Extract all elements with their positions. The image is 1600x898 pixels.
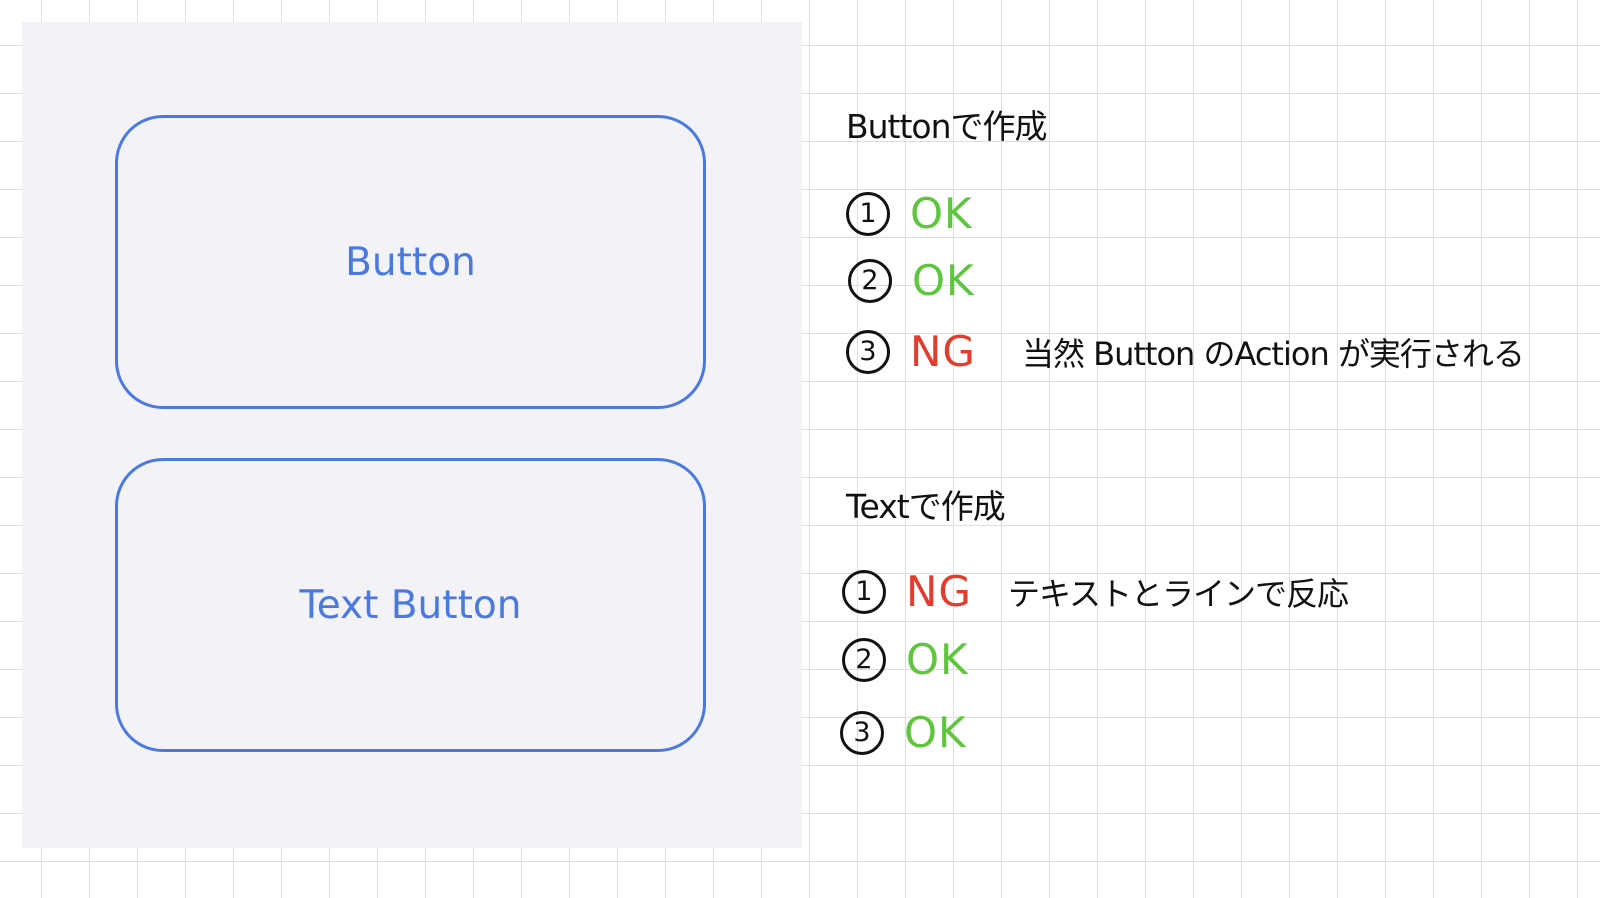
button-label: Button — [345, 239, 476, 285]
result-label: OK — [906, 635, 969, 684]
note-row: 3 NG 当然 Button のAction が実行される — [846, 327, 1525, 376]
section-heading-button: Buttonで作成 — [846, 107, 1048, 146]
number-circle: 3 — [846, 329, 890, 374]
note-row: 1 NG テキストとラインで反応 — [842, 567, 1349, 616]
button[interactable]: Button — [115, 115, 706, 409]
note-row: 2 OK — [848, 256, 975, 305]
result-label: OK — [912, 256, 975, 305]
result-label: NG — [910, 327, 976, 376]
result-label: OK — [910, 189, 973, 238]
note-comment: テキストとラインで反応 — [1007, 574, 1349, 613]
text-button[interactable]: Text Button — [115, 458, 706, 752]
number-circle: 1 — [842, 569, 886, 614]
preview-panel: Button Text Button — [22, 22, 802, 848]
number-circle: 3 — [840, 710, 884, 755]
result-label: NG — [906, 567, 972, 616]
result-label: OK — [904, 708, 967, 757]
text-button-label: Text Button — [299, 582, 522, 628]
number-circle: 2 — [842, 637, 886, 682]
number-circle: 2 — [848, 258, 892, 303]
section-heading-text: Textで作成 — [846, 487, 1006, 526]
note-row: 2 OK — [842, 635, 969, 684]
note-comment: 当然 Button のAction が実行される — [1021, 334, 1525, 373]
note-row: 3 OK — [840, 708, 967, 757]
number-circle: 1 — [846, 191, 890, 236]
note-row: 1 OK — [846, 189, 973, 238]
